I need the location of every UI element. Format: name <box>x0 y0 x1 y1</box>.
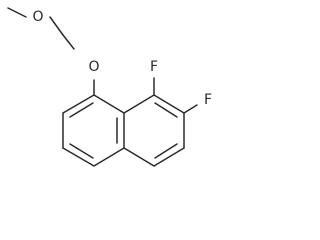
side-chain-bonds <box>7 7 95 96</box>
bond-methyl-c-to-o <box>7 7 27 18</box>
bond-c1-c2 <box>153 94 185 114</box>
bond-c2-f <box>183 104 198 114</box>
bond-c8-c7 <box>62 94 95 114</box>
fluorine-bonds <box>153 77 198 114</box>
double-bond-c1-c2 <box>154 102 178 118</box>
bond-c4-c4a <box>123 147 155 167</box>
bond-c8a-c8 <box>93 94 125 114</box>
bond-c3-c4 <box>153 147 185 167</box>
double-bond-c6-c5 <box>69 143 94 159</box>
chemical-structure-diagram: O O F F <box>7 7 212 167</box>
bond-c8a-c1 <box>123 94 155 114</box>
bond-c6-c5 <box>62 147 95 167</box>
atom-f1-label: F <box>150 59 158 75</box>
ring-left-bonds <box>62 94 125 167</box>
bond-o-to-ch2 <box>49 16 64 36</box>
atom-o-ether-label: O <box>88 59 99 75</box>
ring-right-bonds <box>123 94 185 167</box>
atom-o-methyl-label: O <box>32 9 43 25</box>
atom-f2-label: F <box>204 92 212 108</box>
bond-c5-c4a <box>93 147 125 167</box>
double-bond-c3-c4 <box>154 143 178 159</box>
atom-labels: O O F F <box>32 9 212 108</box>
bond-ch2-to-o <box>62 34 75 50</box>
double-bond-c8-c7 <box>69 102 94 118</box>
